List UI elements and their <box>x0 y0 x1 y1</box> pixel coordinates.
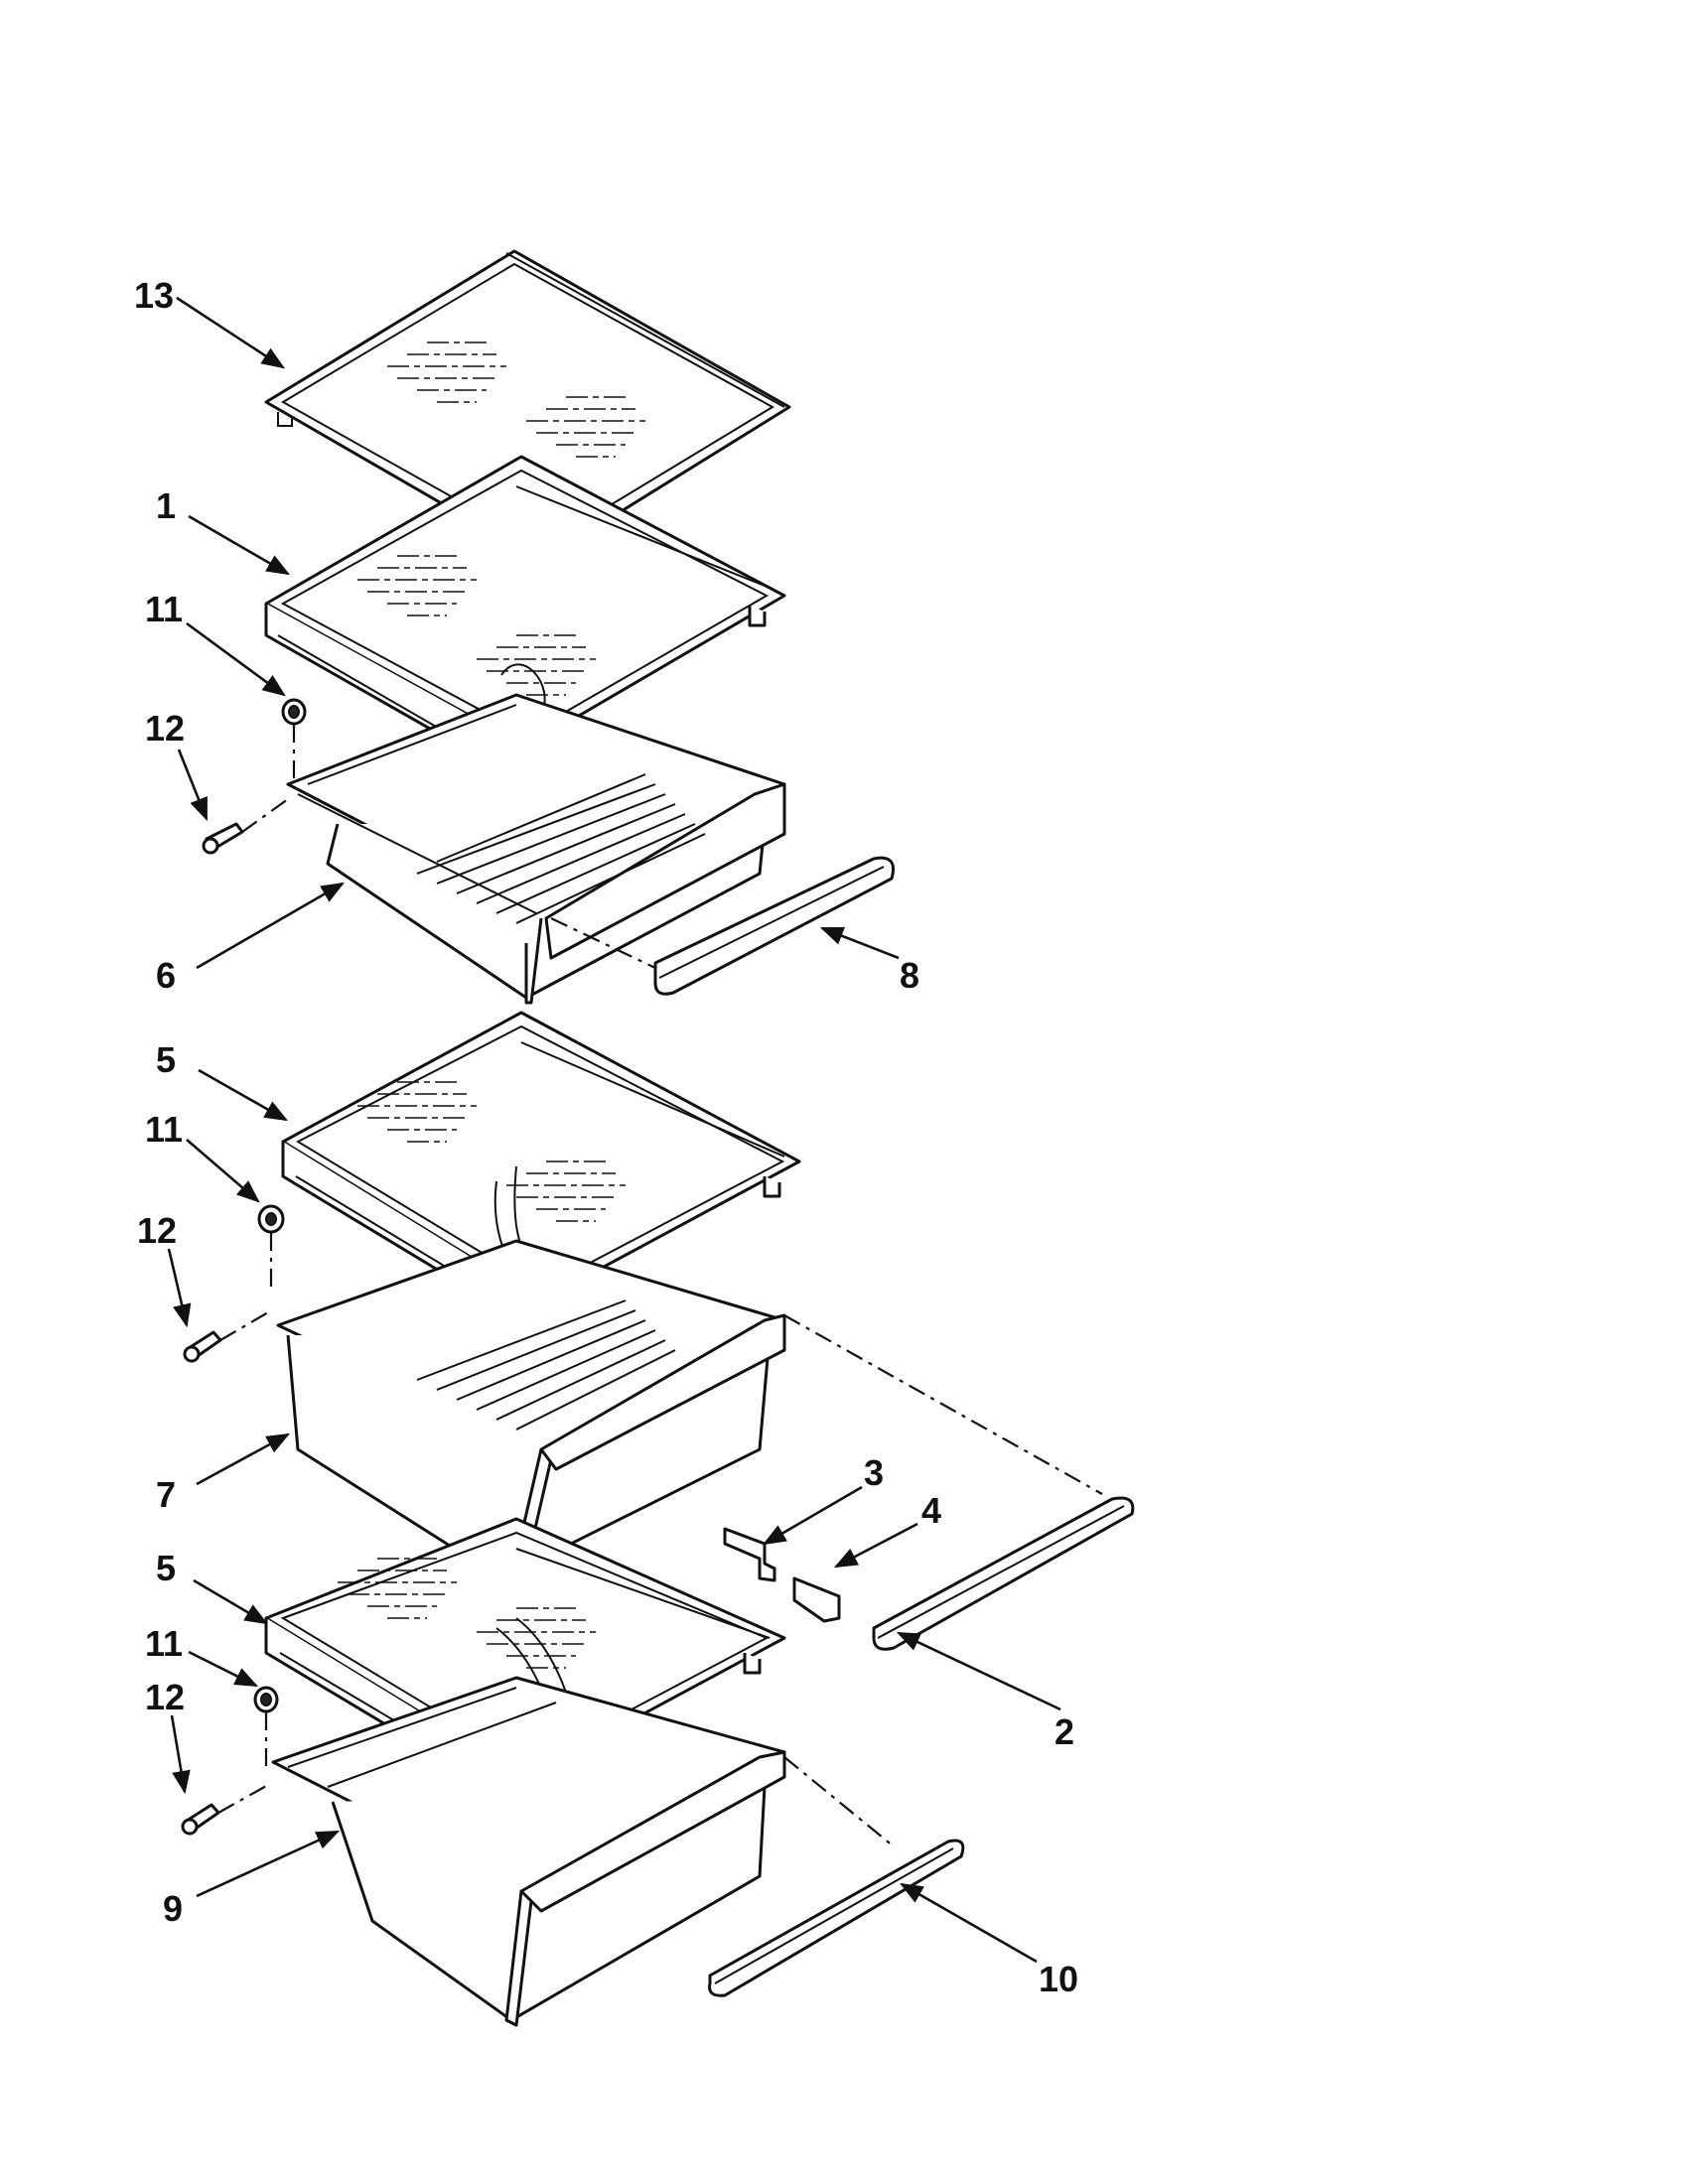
callout-12: 12 <box>137 1210 177 1251</box>
callout-13: 13 <box>134 275 174 316</box>
part-12-screw-3 <box>181 1803 220 1836</box>
part-11-spacer-1 <box>281 698 307 726</box>
callout-2: 2 <box>1055 1711 1074 1752</box>
part-6-crisper-drawer <box>286 693 786 1005</box>
part-12-screw-2 <box>183 1330 222 1363</box>
callout-11: 11 <box>145 1623 183 1664</box>
callout-11: 11 <box>145 1109 183 1150</box>
callout-12: 12 <box>145 1677 185 1717</box>
part-11-spacer-3 <box>253 1686 279 1713</box>
callout-5: 5 <box>156 1039 176 1080</box>
assembly-lines <box>217 725 1103 1847</box>
callout-leaders <box>167 296 1061 1964</box>
part-8-drawer-trim <box>653 856 895 996</box>
callout-labels: 13 1 11 12 6 8 5 11 12 7 3 4 5 11 12 2 9… <box>134 275 1078 1999</box>
part-11-spacer-2 <box>257 1204 285 1234</box>
callout-11: 11 <box>145 589 183 629</box>
part-9-crisper-drawer <box>271 1676 786 2027</box>
part-2-drawer-trim <box>872 1496 1135 1651</box>
callout-3: 3 <box>864 1452 884 1493</box>
callout-10: 10 <box>1039 1959 1078 1999</box>
part-10-drawer-trim <box>708 1839 965 1997</box>
callout-12: 12 <box>145 708 185 749</box>
part-3-bracket <box>723 1527 776 1582</box>
part-4-control <box>792 1576 841 1623</box>
callout-9: 9 <box>163 1888 183 1929</box>
part-12-screw-1 <box>202 822 244 855</box>
callout-1: 1 <box>156 485 176 526</box>
callout-8: 8 <box>900 955 919 996</box>
callout-5: 5 <box>156 1548 176 1588</box>
callout-6: 6 <box>156 955 176 996</box>
callout-7: 7 <box>156 1474 176 1515</box>
callout-4: 4 <box>921 1490 941 1531</box>
